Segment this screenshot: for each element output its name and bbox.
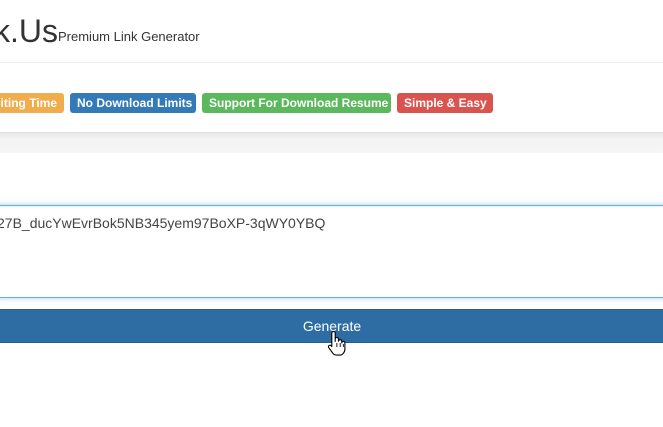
link-input[interactable]: 27B_ducYwEvrBok5NB345yem97BoXP-3qWY0YBQ — [0, 205, 663, 298]
badge-no-download-limits: No Download Limits — [70, 93, 196, 113]
site-header: k.Us Premium Link Generator — [0, 0, 663, 63]
feature-badges: iting Time No Download Limits Support Fo… — [0, 93, 663, 113]
hand-pointer-icon — [327, 330, 346, 356]
site-tagline: Premium Link Generator — [58, 29, 200, 44]
badge-download-resume: Support For Download Resume — [202, 93, 391, 113]
badge-waiting-time: iting Time — [0, 93, 64, 113]
brand-logo-text[interactable]: k.Us — [0, 13, 58, 49]
section-divider — [0, 132, 663, 153]
badge-simple-easy: Simple & Easy — [397, 93, 493, 113]
